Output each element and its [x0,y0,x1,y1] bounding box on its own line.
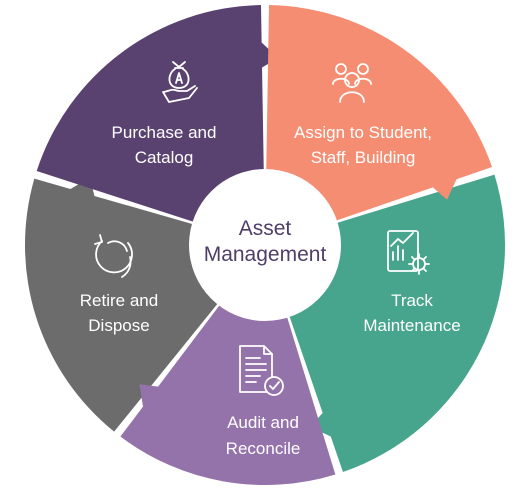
segment-purchase-label-line2: Catalog [135,148,194,167]
segment-audit [120,288,336,485]
segment-retire-label-line2: Dispose [88,316,149,335]
segment-assign-label-line1: Assign to Student, [294,123,432,142]
center-circle [189,169,341,321]
segment-audit-label-line1: Audit and [227,413,299,432]
segment-purchase [36,5,279,229]
segment-track-label-line1: Track [391,291,433,310]
document-check-icon [239,345,284,396]
center-title-line2: Management [204,243,327,266]
segment-assign [265,5,492,228]
segment-track-label-line2: Maintenance [363,316,460,335]
segment-audit-label-line2: Reconcile [226,439,301,458]
segment-retire [24,177,231,432]
people-group-icon [332,63,372,103]
segment-retire-label-line1: Retire and [80,291,158,310]
money-bag-hand-icon [162,61,198,103]
center-title-line1: Asset [239,217,292,240]
segment-purchase-label-line1: Purchase and [112,123,217,142]
chart-gear-icon [387,230,430,275]
recycle-arrows-icon [94,234,133,278]
segment-assign-label-line2: Staff, Building [311,148,416,167]
